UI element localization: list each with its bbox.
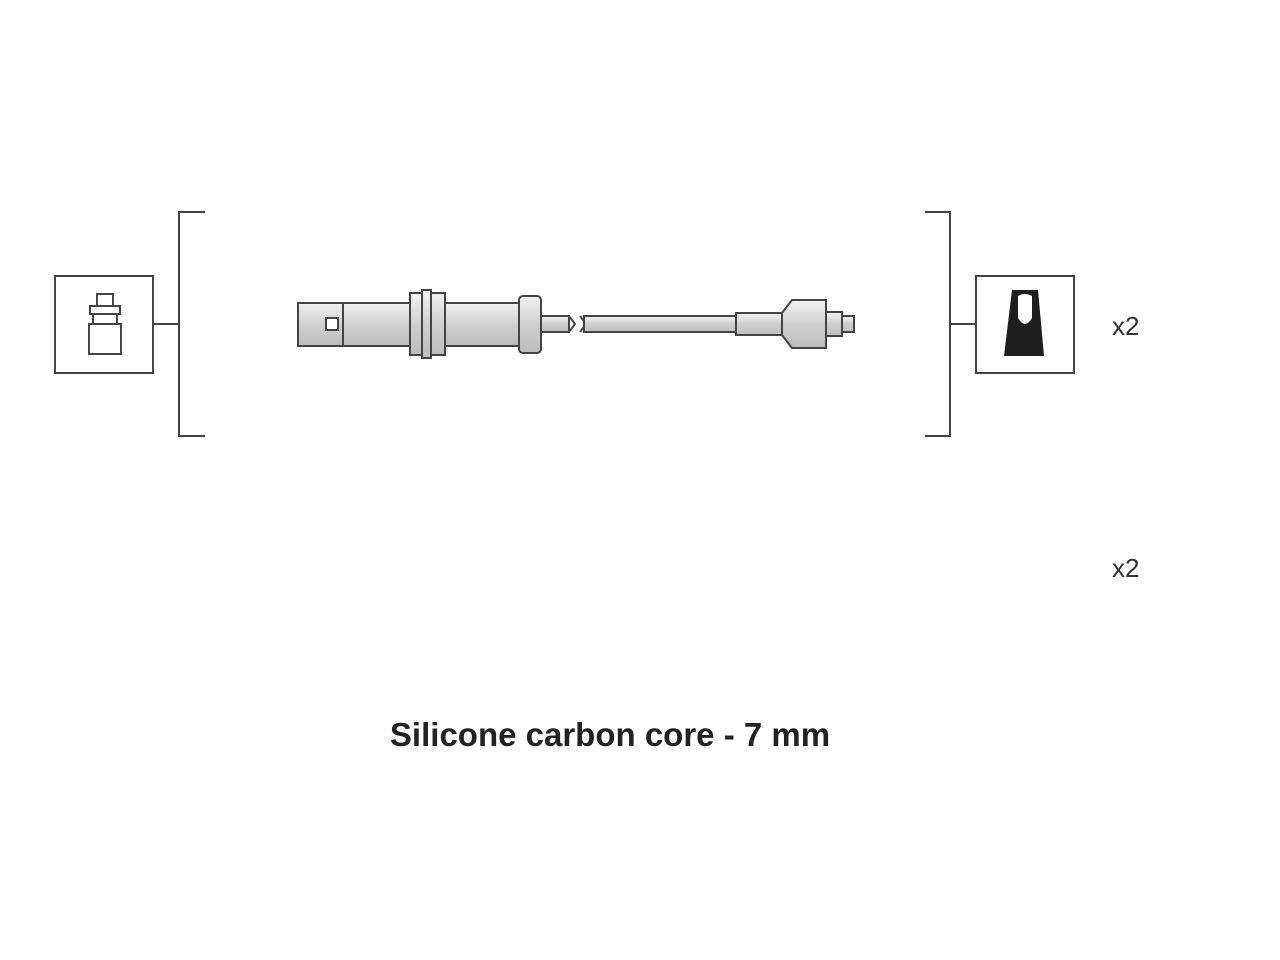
cable-spec-caption: Silicone carbon core - 7 mm (389, 716, 831, 753)
right-bracket (925, 211, 976, 437)
left-bracket (153, 211, 205, 437)
spark-plug-connector-icon (54, 275, 154, 374)
row-2-quantity: x2 (1112, 553, 1140, 583)
cable-row-1 (54, 211, 1075, 437)
ignition-cable-straight (297, 289, 855, 359)
coil-terminal-icon (975, 275, 1075, 374)
row-1-quantity: x2 (1112, 311, 1140, 341)
